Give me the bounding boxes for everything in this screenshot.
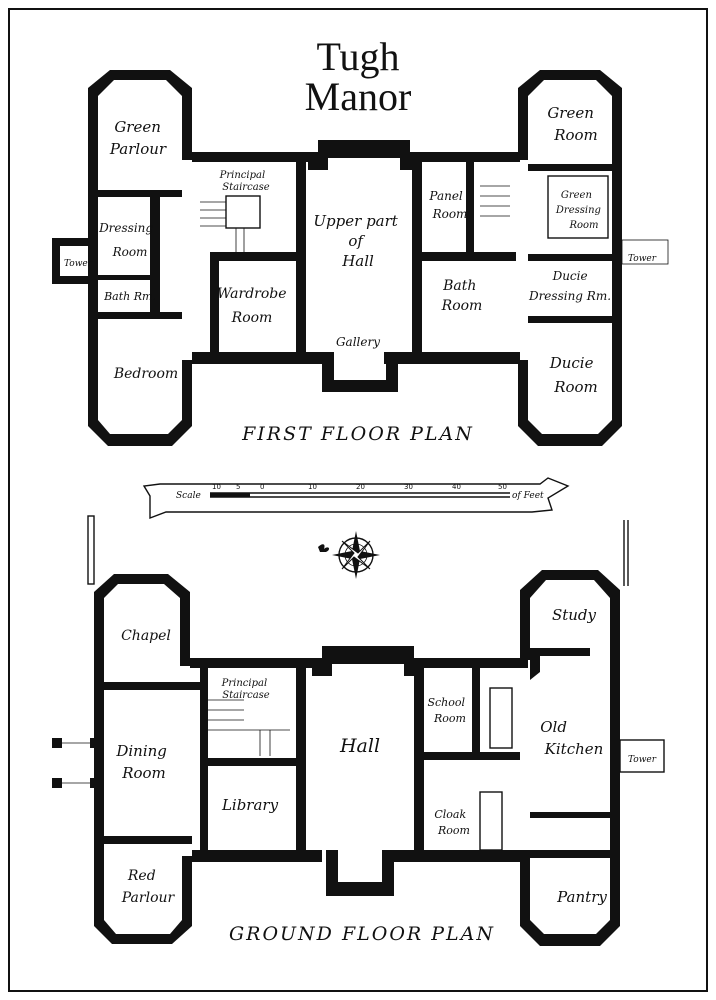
ground-floor-right-wing bbox=[520, 520, 665, 946]
label-bath-room-right: Bath Room bbox=[441, 278, 483, 314]
label-green-dressing-room: Green Dressing Room bbox=[555, 190, 604, 231]
scale-tick-3: 0 bbox=[260, 483, 264, 491]
first-floor-labels: Green Parlour Principal Staircase Upper … bbox=[64, 104, 657, 445]
compass-rose-icon bbox=[318, 531, 380, 579]
label-tower-left: Tower bbox=[64, 259, 93, 269]
label-old-kitchen: Old Kitchen bbox=[540, 718, 603, 758]
ground-floor-centre-block bbox=[190, 646, 530, 896]
label-tower-right: Tower bbox=[628, 254, 657, 264]
label-chapel: Chapel bbox=[121, 628, 171, 644]
label-study: Study bbox=[552, 606, 597, 624]
scale-tick-4: 10 bbox=[308, 483, 317, 491]
first-floor-caption: FIRST FLOOR PLAN bbox=[241, 423, 474, 445]
scale-tick-7: 40 bbox=[452, 483, 461, 491]
title-line-2: Manor bbox=[305, 74, 412, 119]
label-bath-room-left: Bath Rm. bbox=[103, 290, 156, 303]
label-upper-hall: Upper part of Hall bbox=[313, 212, 402, 270]
scale-tick-5: 20 bbox=[356, 483, 365, 491]
label-dining-room: Dining Room bbox=[115, 742, 171, 782]
plate-border bbox=[8, 8, 708, 992]
scale-tick-1: 10 bbox=[212, 483, 221, 491]
first-floor-plan bbox=[52, 70, 669, 446]
label-bedroom: Bedroom bbox=[113, 366, 178, 382]
scale-tick-8: 50 bbox=[498, 483, 507, 491]
title-block: Tugh Manor bbox=[305, 34, 412, 119]
first-floor-centre-block bbox=[192, 140, 520, 392]
label-library: Library bbox=[221, 796, 279, 814]
ground-floor-plan bbox=[52, 515, 665, 946]
label-panel-room: Panel Room bbox=[428, 189, 467, 221]
label-red-parlour: Red Parlour bbox=[121, 868, 176, 906]
ground-floor-left-wing bbox=[52, 515, 200, 944]
label-green-room: Green Room bbox=[547, 104, 598, 144]
scale-tick-2: 5 bbox=[236, 483, 240, 491]
label-gf-tower: Tower bbox=[628, 755, 657, 765]
scale-bar: Scale of Feet 10 5 0 10 20 30 40 50 bbox=[142, 477, 570, 520]
label-ff-principal-staircase: Principal Staircase bbox=[219, 170, 270, 193]
ground-floor-caption: GROUND FLOOR PLAN bbox=[229, 923, 495, 945]
first-floor-left-wing bbox=[52, 70, 192, 446]
label-gf-principal-staircase: Principal Staircase bbox=[221, 678, 271, 701]
label-wardrobe-room: Wardrobe Room bbox=[217, 286, 291, 326]
label-ducie-room: Ducie Room bbox=[549, 354, 599, 396]
label-ducie-dressing-room: Ducie Dressing Rm. bbox=[528, 269, 611, 303]
scale-tick-6: 30 bbox=[404, 483, 413, 491]
label-gallery: Gallery bbox=[336, 335, 380, 349]
ground-floor-labels: Chapel Study Principal Staircase School … bbox=[115, 606, 656, 945]
label-pantry: Pantry bbox=[556, 888, 607, 906]
label-green-parlour: Green Parlour bbox=[109, 118, 167, 158]
label-school-room: School Room bbox=[427, 696, 468, 725]
scale-word-left: Scale bbox=[176, 491, 201, 501]
title-line-1: Tugh bbox=[316, 34, 399, 79]
scale-word-right: of Feet bbox=[512, 491, 544, 501]
label-cloak-room: Cloak Room bbox=[434, 808, 470, 837]
label-dressing-room: Dressing Room bbox=[98, 221, 157, 259]
first-floor-right-wing bbox=[518, 70, 669, 446]
label-hall: Hall bbox=[339, 735, 380, 757]
